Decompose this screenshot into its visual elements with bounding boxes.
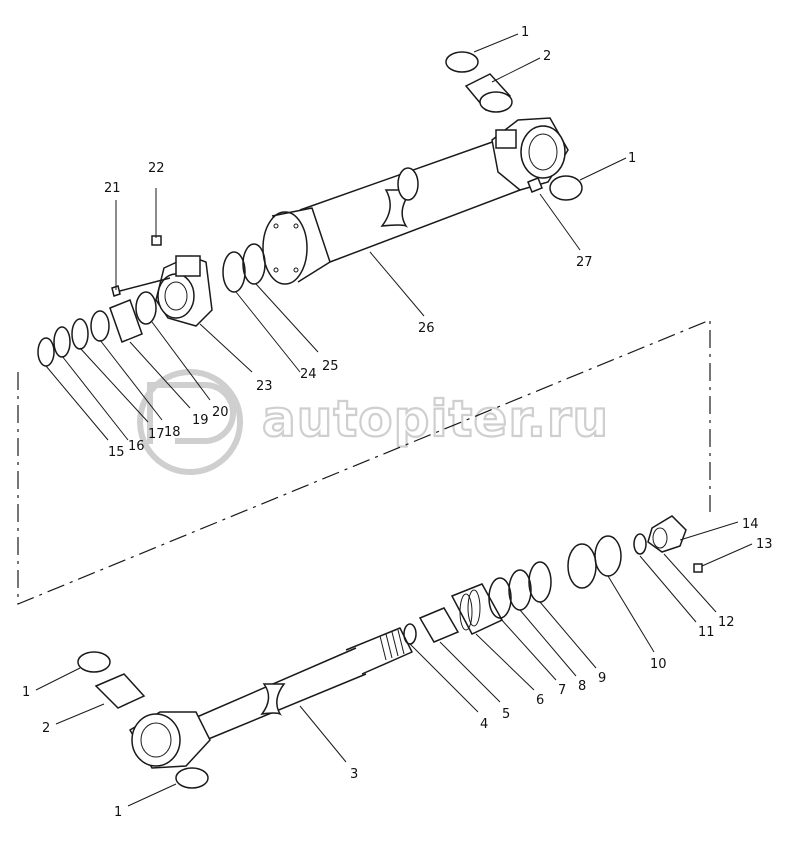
bushing-2-bottom — [94, 673, 146, 709]
grease-nipple-27 — [527, 177, 543, 193]
ring-8 — [508, 569, 532, 611]
ring-24 — [222, 251, 246, 293]
watermark: autopiter.ru — [137, 369, 609, 475]
callout-8: 8 — [578, 679, 586, 694]
seal-ring-1-top — [445, 51, 479, 73]
tube-end-ring — [397, 167, 419, 201]
seal-ring-1-bottom — [175, 767, 209, 789]
callout-10: 10 — [650, 657, 667, 672]
tube-flange — [262, 211, 308, 285]
ring-10 — [567, 543, 597, 589]
rod-eye-inner — [140, 722, 172, 758]
callout-27: 27 — [576, 255, 593, 270]
seal-ring-1-bottom-top — [77, 651, 111, 673]
callout-3: 3 — [350, 767, 358, 782]
callout-15: 15 — [108, 445, 125, 460]
cylinder-tube-group — [37, 51, 583, 367]
callout-16: 16 — [128, 439, 145, 454]
rod-thread-end — [345, 627, 413, 675]
ring-25 — [242, 243, 266, 285]
piston-groove — [459, 593, 473, 631]
bolt-21 — [115, 277, 171, 293]
callout-1: 1 — [114, 805, 122, 820]
callout-1: 1 — [628, 151, 636, 166]
nut-12-bore — [652, 527, 668, 549]
callout-24: 24 — [300, 367, 317, 382]
callout-21: 21 — [104, 181, 121, 196]
callout-labels: 1 2 1 22 21 27 26 23 24 25 15 16 17 18 1… — [22, 25, 773, 820]
tube-eye-inner — [528, 133, 558, 171]
callout-23: 23 — [256, 379, 273, 394]
ring-4 — [403, 623, 417, 645]
assembly-centerline — [17, 319, 711, 605]
sleeve-5 — [418, 607, 460, 643]
tube-eye-bore — [520, 125, 566, 179]
callout-14: 14 — [742, 517, 759, 532]
seal-20 — [135, 291, 157, 325]
rod-thread — [379, 629, 405, 661]
rod-eye-bore — [131, 713, 181, 767]
callout-6: 6 — [536, 693, 544, 708]
callout-19: 19 — [192, 413, 209, 428]
flange-bolt-hole — [293, 267, 299, 273]
callout-25: 25 — [322, 359, 339, 374]
flange-bolt-hole — [273, 223, 279, 229]
callout-1: 1 — [22, 685, 30, 700]
head-bore — [157, 273, 195, 319]
piston-groove — [467, 589, 481, 627]
callout-22: 22 — [148, 161, 165, 176]
callout-11: 11 — [698, 625, 715, 640]
callout-13: 13 — [756, 537, 773, 552]
ring-7 — [488, 577, 512, 619]
ring-10b — [594, 535, 622, 577]
grease-boss — [495, 129, 517, 149]
callout-2: 2 — [42, 721, 50, 736]
watermark-logo-icon — [137, 369, 243, 475]
callout-26: 26 — [418, 321, 435, 336]
head-port-boss — [175, 255, 201, 277]
callout-2: 2 — [543, 49, 551, 64]
bushing-2-top-face — [479, 91, 513, 113]
seal-15 — [37, 337, 55, 367]
leader-lines — [35, 33, 753, 807]
callout-17: 17 — [148, 427, 165, 442]
nut-12 — [647, 515, 687, 553]
bushing-19 — [109, 299, 143, 343]
callout-18: 18 — [164, 425, 181, 440]
seal-17 — [71, 318, 89, 350]
watermark-text: autopiter.ru — [262, 390, 609, 448]
callout-20: 20 — [212, 405, 229, 420]
callout-4: 4 — [480, 717, 488, 732]
flange-bolt-hole — [293, 223, 299, 229]
ring-11 — [633, 533, 647, 555]
ring-9 — [528, 561, 552, 603]
seal-ring-1-side — [549, 175, 583, 201]
callout-7: 7 — [558, 683, 566, 698]
tube-flange-side — [271, 207, 331, 283]
callout-12: 12 — [718, 615, 735, 630]
rod-break-mark — [260, 683, 286, 716]
flange-bolt-hole — [273, 267, 279, 273]
seal-16 — [53, 326, 71, 358]
head-bore-inner — [164, 281, 188, 311]
piston-rod-group — [77, 515, 703, 789]
callout-9: 9 — [598, 671, 606, 686]
set-screw-13 — [693, 563, 703, 573]
cylinder-tube — [299, 139, 521, 263]
callout-1: 1 — [521, 25, 529, 40]
callout-5: 5 — [502, 707, 510, 722]
seal-18 — [90, 310, 110, 342]
